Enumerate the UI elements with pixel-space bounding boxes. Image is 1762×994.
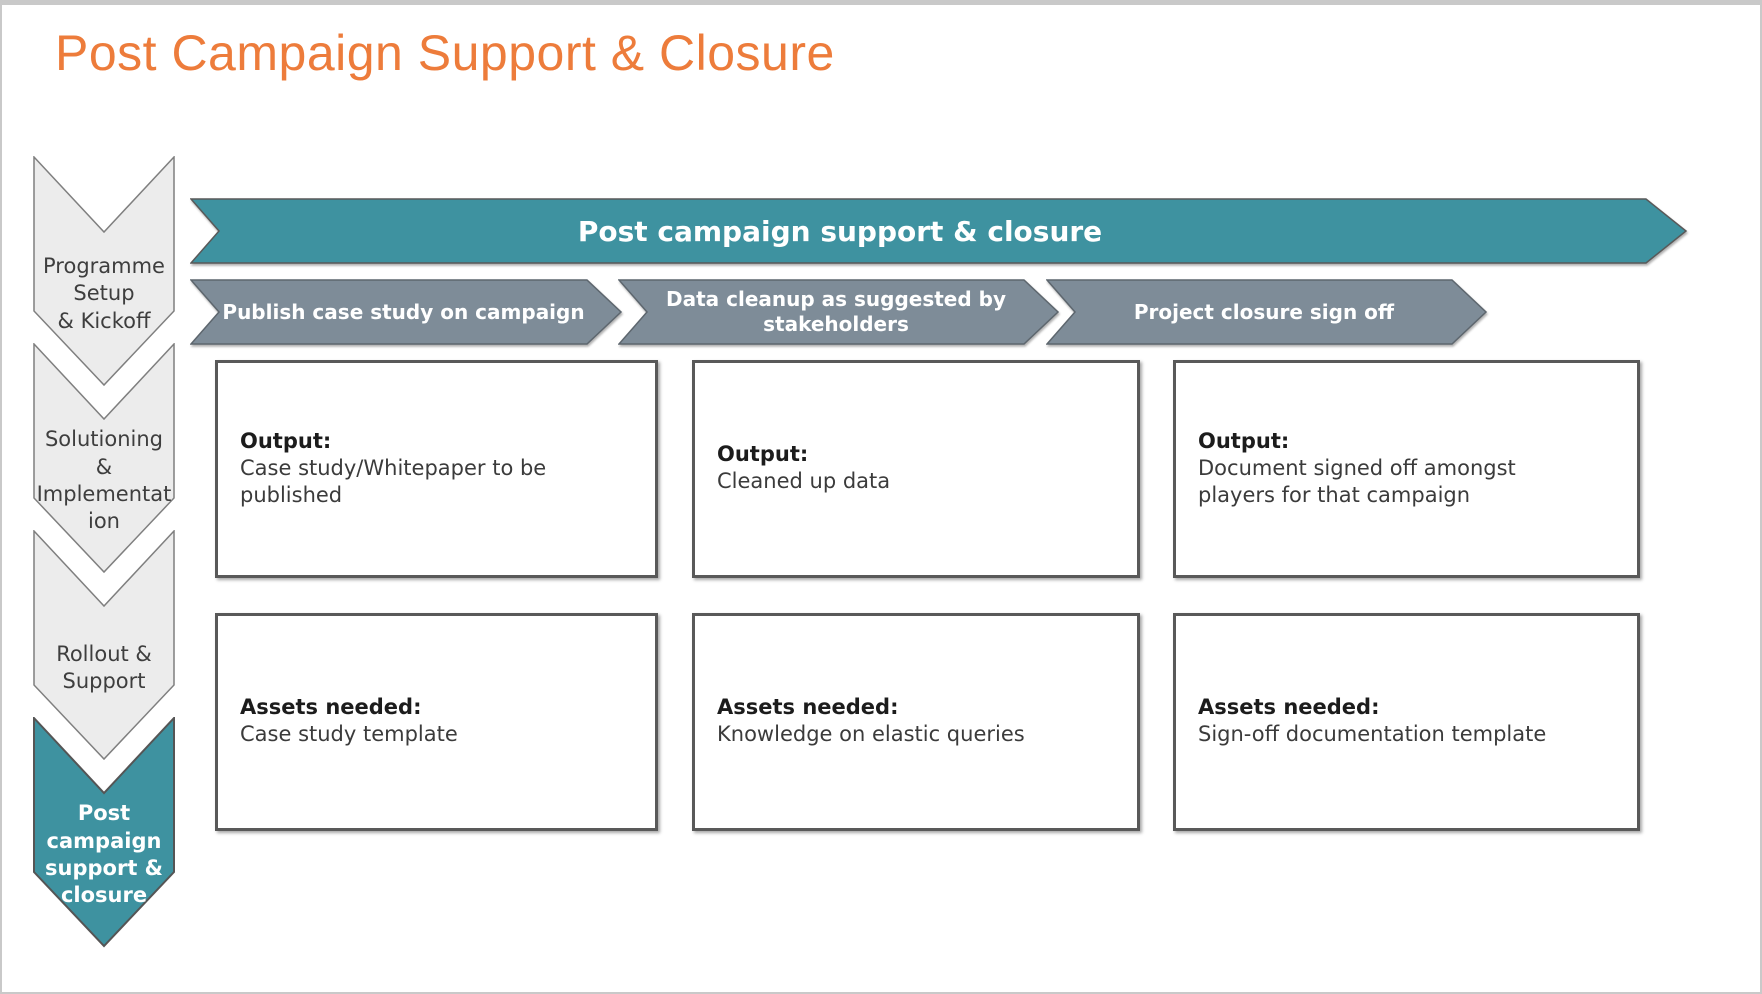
stage-chevron-rollout: Rollout & Support	[33, 530, 175, 761]
assets-box-publish-case-study: Assets needed: Case study template	[215, 613, 658, 831]
assets-title: Assets needed:	[717, 695, 899, 720]
chevron-down-shape	[33, 717, 175, 948]
step-header-label: Data cleanup as suggested by stakeholder…	[665, 287, 1006, 336]
output-body: Cleaned up data	[717, 469, 891, 494]
assets-body: Case study template	[240, 722, 458, 747]
step-header-project-closure: Project closure sign off	[1045, 279, 1488, 345]
output-box-data-cleanup: Output: Cleaned up data	[692, 360, 1140, 578]
output-title: Output:	[240, 428, 332, 453]
step-arrow-shape	[1045, 279, 1488, 345]
assets-title: Assets needed:	[1198, 695, 1380, 720]
stage-chevron-post-campaign-active: Post campaign support & closure	[33, 717, 175, 948]
banner-arrow-shape	[189, 198, 1688, 264]
output-title: Output:	[1198, 428, 1290, 453]
assets-body: Sign-off documentation template	[1198, 722, 1547, 747]
step-arrow-shape	[617, 279, 1060, 345]
output-box-publish-case-study: Output: Case study/Whitepaper to be publ…	[215, 360, 658, 578]
chevron-down-shape	[33, 343, 175, 574]
step-arrow-shape	[189, 279, 623, 345]
output-body: Document signed off amongst players for …	[1198, 455, 1516, 507]
stage-label: Post campaign support & closure	[45, 801, 163, 908]
assets-title: Assets needed:	[240, 695, 422, 720]
stage-chevron-solutioning: Solutioning & Implementat ion	[33, 343, 175, 574]
page-title: Post Campaign Support & Closure	[55, 25, 835, 81]
process-banner: Post campaign support & closure	[189, 198, 1688, 264]
stage-label: Solutioning & Implementat ion	[36, 427, 172, 534]
stage-label: Programme Setup & Kickoff	[43, 254, 165, 333]
step-header-publish-case-study: Publish case study on campaign	[189, 279, 623, 345]
stage-chevron-programme-setup: Programme Setup & Kickoff	[33, 156, 175, 387]
step-header-label: Publish case study on campaign	[222, 299, 585, 324]
chevron-down-shape	[33, 530, 175, 761]
output-box-project-closure: Output: Document signed off amongst play…	[1173, 360, 1640, 578]
process-banner-label: Post campaign support & closure	[577, 214, 1103, 248]
step-header-label: Project closure sign off	[1133, 299, 1395, 324]
assets-body: Knowledge on elastic queries	[717, 722, 1025, 747]
chevron-down-shape	[33, 156, 175, 387]
stage-label: Rollout & Support	[56, 641, 152, 693]
assets-box-project-closure: Assets needed: Sign-off documentation te…	[1173, 613, 1640, 831]
output-body: Case study/Whitepaper to be published	[240, 455, 547, 507]
assets-box-data-cleanup: Assets needed: Knowledge on elastic quer…	[692, 613, 1140, 831]
output-title: Output:	[717, 442, 809, 467]
step-header-data-cleanup: Data cleanup as suggested by stakeholder…	[617, 279, 1060, 345]
